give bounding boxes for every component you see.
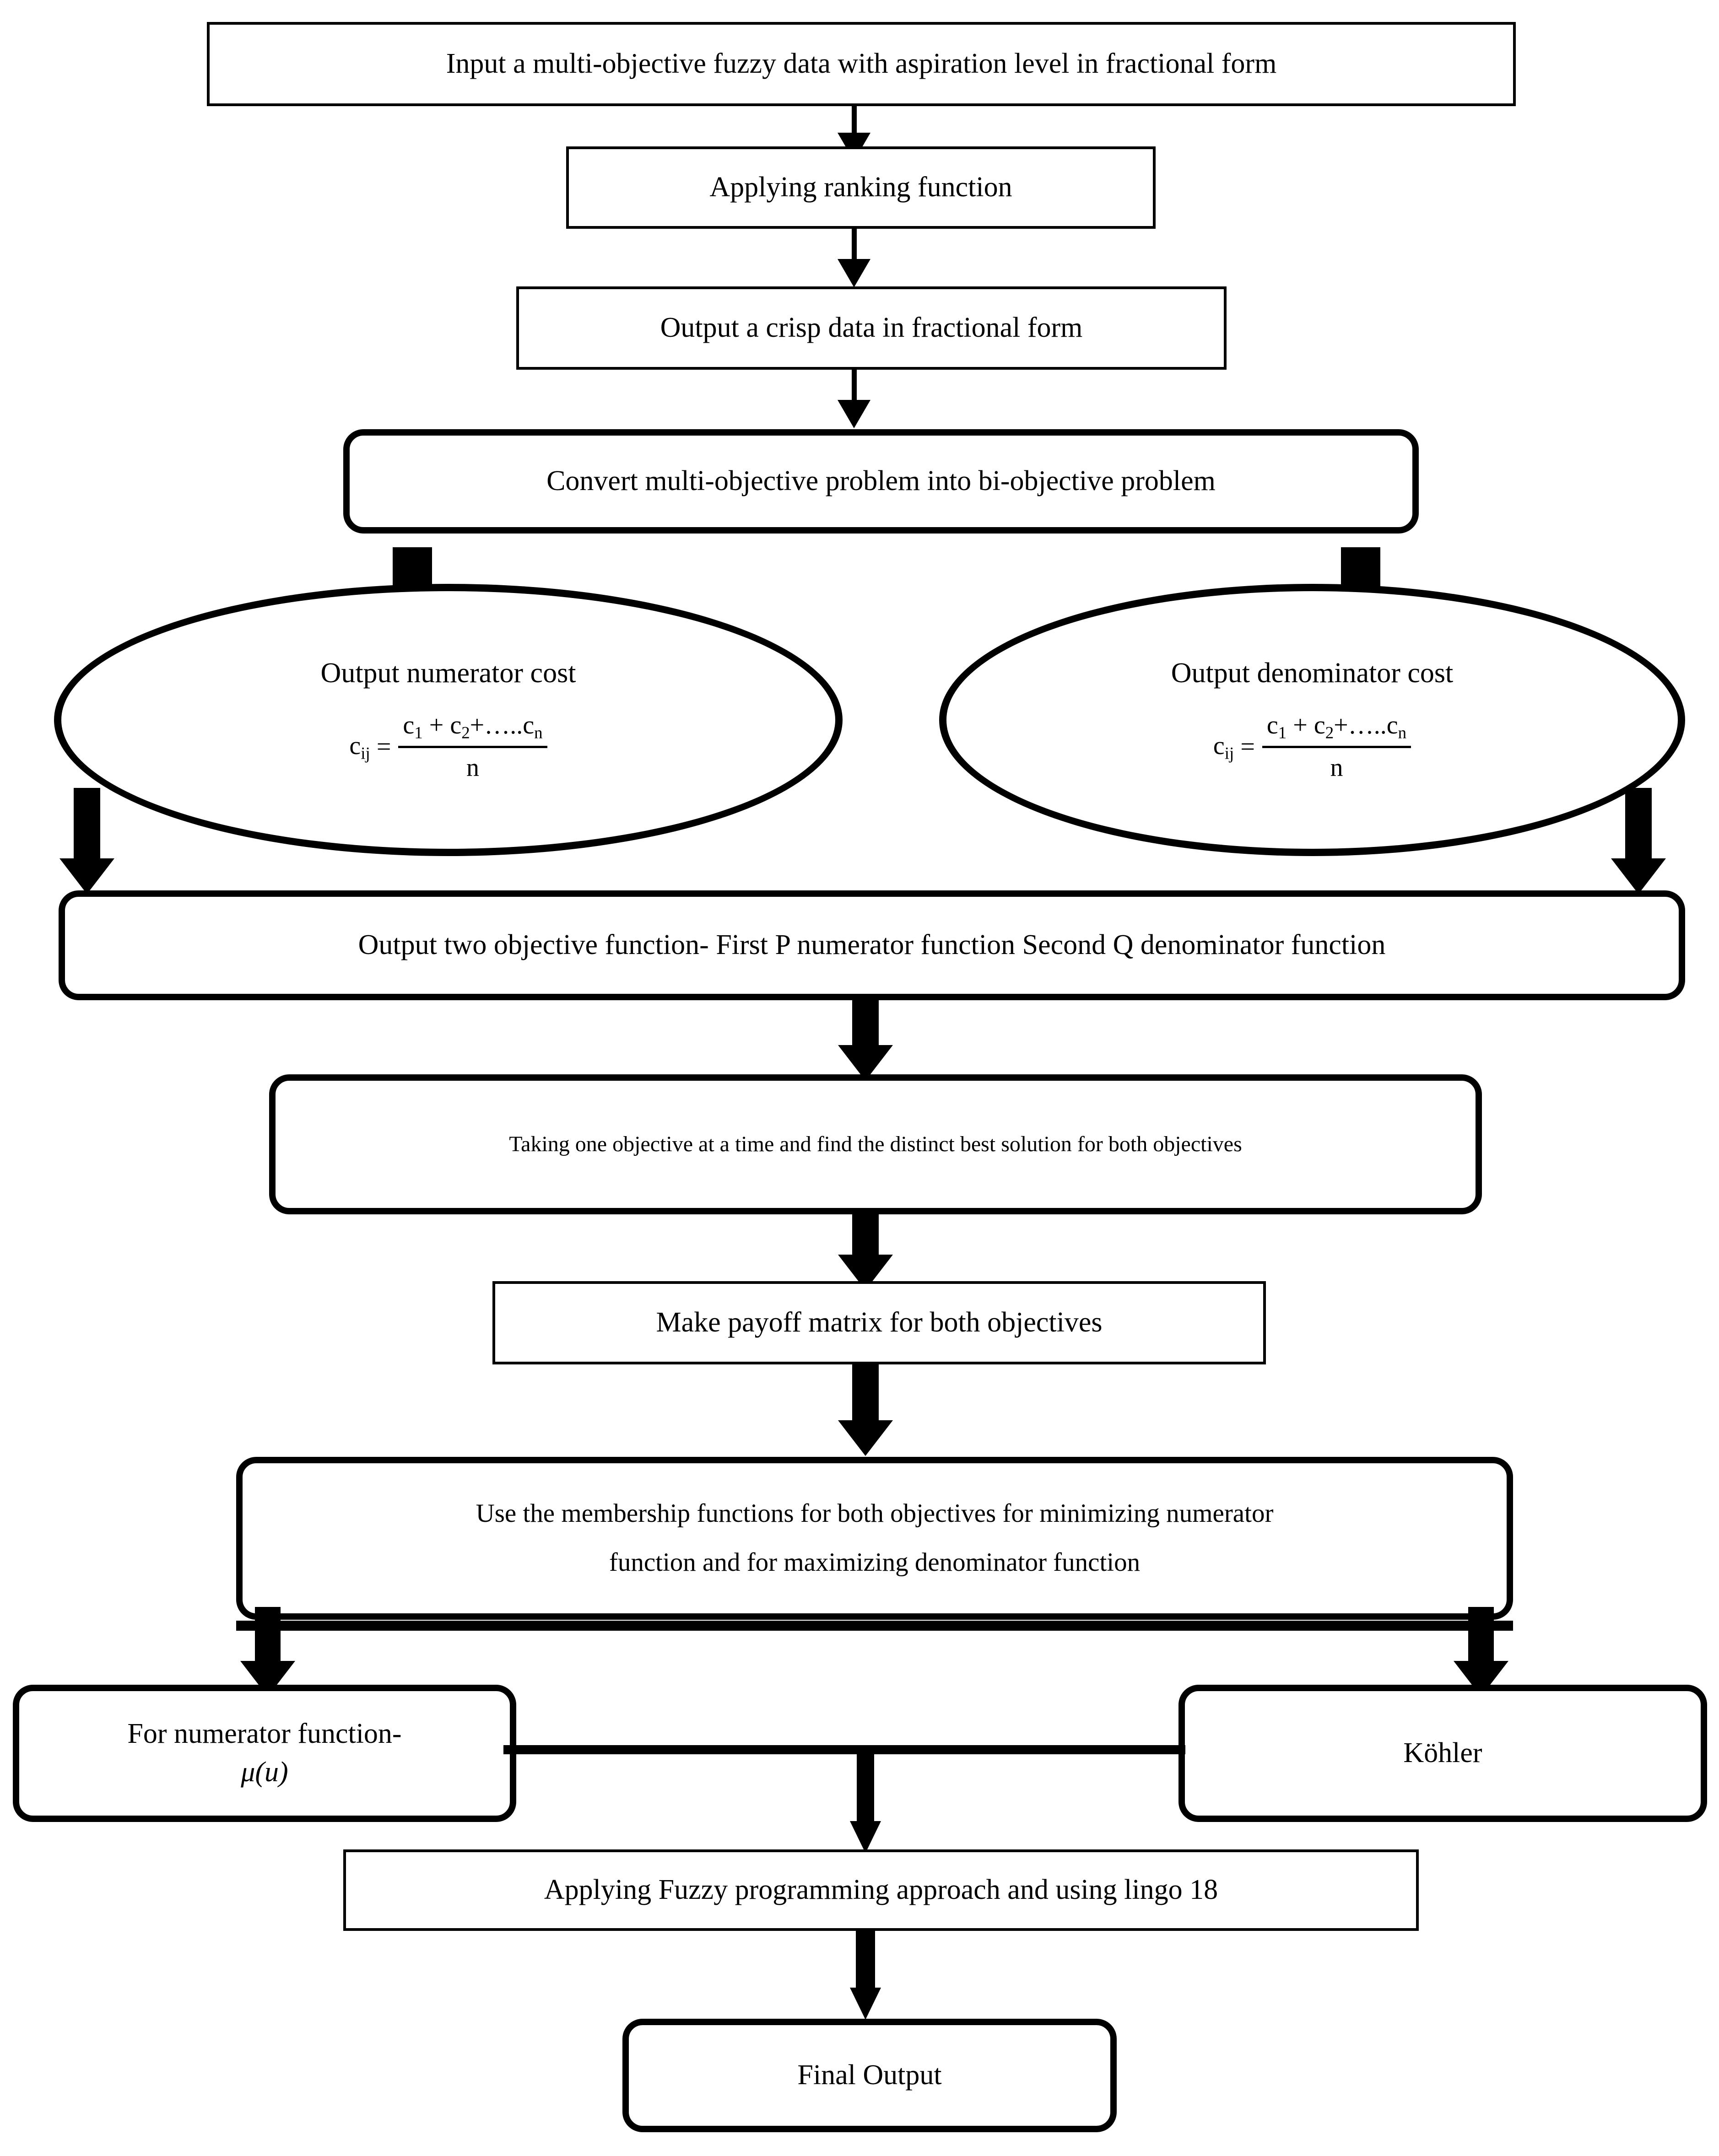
formula-denominator: n <box>466 754 479 782</box>
formula-numerator-2: c1 + c2+…..cn <box>1262 708 1411 749</box>
node-membership-functions-line2: function and for maximizing denominator … <box>609 1548 1141 1577</box>
node-crisp-data: Output a crisp data in fractional form <box>516 286 1227 370</box>
arrow-stem <box>74 788 100 861</box>
node-kohler-label: Köhler <box>1403 1737 1482 1769</box>
node-denominator-cost-title: Output denominator cost <box>1171 658 1454 689</box>
node-membership-functions-line1: Use the membership functions for both ob… <box>476 1499 1274 1528</box>
arrow-head <box>59 858 114 894</box>
arrow-branches-to-fuzzy-programming <box>829 1754 902 1853</box>
node-ranking-function-label: Applying ranking function <box>709 172 1012 203</box>
formula-equals: = <box>376 732 391 761</box>
node-fuzzy-programming: Applying Fuzzy programming approach and … <box>343 1849 1419 1931</box>
arrow-stem <box>255 1607 281 1665</box>
formula-numerator-cost: cij = c1 + c2+…..cn n <box>349 708 547 786</box>
formula-numerator: c1 + c2+…..cn <box>398 708 547 749</box>
node-fuzzy-programming-label: Applying Fuzzy programming approach and … <box>544 1874 1218 1906</box>
node-payoff-matrix-label: Make payoff matrix for both objectives <box>656 1307 1103 1338</box>
arrow-stem <box>856 1931 875 1989</box>
node-membership-functions: Use the membership functions for both ob… <box>236 1457 1513 1620</box>
node-payoff-matrix: Make payoff matrix for both objectives <box>492 1281 1266 1364</box>
node-numerator-function-line2: μ(u) <box>241 1757 288 1788</box>
connector-membership-branch-bar <box>236 1621 1513 1631</box>
arrow-membership-to-kohler <box>1444 1607 1518 1697</box>
arrow-head <box>850 1821 881 1853</box>
node-input-data: Input a multi-objective fuzzy data with … <box>207 22 1516 106</box>
arrow-stem <box>852 1214 879 1260</box>
connector-branches-join <box>503 1745 1185 1754</box>
node-input-data-label: Input a multi-objective fuzzy data with … <box>446 48 1277 80</box>
connector-square-right <box>1341 547 1380 587</box>
node-one-objective-at-a-time-label: Taking one objective at a time and find … <box>509 1132 1242 1156</box>
node-two-objective-function-label: Output two objective function- First P n… <box>358 929 1386 961</box>
node-ranking-function: Applying ranking function <box>566 146 1156 229</box>
formula-denominator-2: n <box>1330 754 1343 782</box>
arrow-stem <box>852 1000 879 1051</box>
arrow-membership-to-numerator-function <box>231 1607 304 1697</box>
node-denominator-cost: Output denominator cost cij = c1 + c2+….… <box>939 584 1685 856</box>
node-one-objective-at-a-time: Taking one objective at a time and find … <box>269 1074 1482 1214</box>
arrowhead-ranking-to-crisp <box>838 259 870 287</box>
connector-square-left <box>393 547 432 587</box>
arrow-head <box>850 1988 881 2020</box>
node-numerator-cost: Output numerator cost cij = c1 + c2+…..c… <box>54 584 843 856</box>
connector-input-to-ranking <box>852 106 857 146</box>
formula-lhs-2: cij <box>1213 732 1234 763</box>
node-convert-problem-label: Convert multi-objective problem into bi-… <box>546 465 1216 497</box>
node-convert-problem: Convert multi-objective problem into bi-… <box>343 429 1419 534</box>
formula-lhs-subscript-2: ij <box>1224 744 1234 763</box>
node-kohler: Köhler <box>1178 1685 1707 1822</box>
formula-fraction-2: c1 + c2+…..cn n <box>1262 708 1411 786</box>
node-numerator-cost-title: Output numerator cost <box>320 658 576 689</box>
arrow-two-objective-to-one-objective <box>829 1000 902 1081</box>
arrow-one-objective-to-payoff <box>829 1214 902 1290</box>
arrow-head <box>1611 858 1666 894</box>
formula-equals-2: = <box>1240 732 1255 761</box>
node-final-output: Final Output <box>622 2019 1117 2132</box>
arrow-stem <box>1625 788 1652 861</box>
formula-lhs-subscript: ij <box>361 744 370 763</box>
arrow-stem <box>857 1754 874 1823</box>
arrow-fuzzy-to-final-output <box>829 1931 902 2020</box>
node-numerator-function-line1: For numerator function- <box>127 1718 402 1750</box>
arrow-denominator-to-two-objective <box>1602 788 1675 894</box>
formula-lhs: cij <box>349 732 370 763</box>
arrow-stem <box>1468 1607 1494 1665</box>
arrowhead-crisp-to-convert <box>838 400 870 428</box>
arrow-stem <box>852 1364 879 1424</box>
connector-crisp-to-convert <box>852 370 857 424</box>
node-two-objective-function: Output two objective function- First P n… <box>59 890 1685 1000</box>
formula-denominator-cost: cij = c1 + c2+…..cn n <box>1213 708 1411 786</box>
node-numerator-function: For numerator function- μ(u) <box>13 1685 516 1822</box>
node-final-output-label: Final Output <box>797 2059 942 2091</box>
arrow-numerator-to-two-objective <box>50 788 124 894</box>
arrow-head <box>838 1420 893 1456</box>
arrow-payoff-to-membership <box>829 1364 902 1456</box>
formula-fraction: c1 + c2+…..cn n <box>398 708 547 786</box>
connector-ranking-to-crisp <box>852 229 857 274</box>
node-crisp-data-label: Output a crisp data in fractional form <box>660 312 1083 344</box>
